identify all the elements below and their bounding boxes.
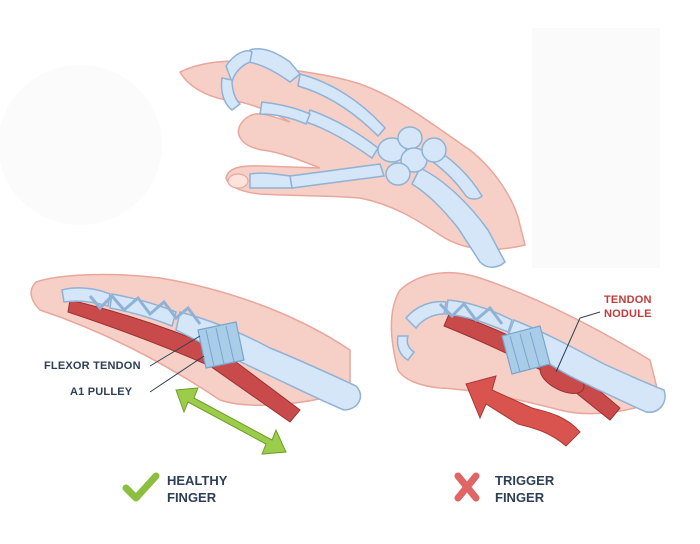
cross-icon [454, 472, 480, 502]
tendon-nodule-label-line1: TENDON [604, 294, 652, 306]
trigger-flexor-tendon [443, 311, 621, 421]
thumbnail [227, 173, 249, 189]
background-blob [0, 65, 162, 225]
a1-pulley-healthy [197, 321, 245, 369]
trigger-caption-line1: TRIGGER [495, 473, 555, 488]
movement-arrow-red [465, 375, 581, 447]
flexor-tendon-label: FLEXOR TENDON [44, 360, 141, 372]
background-panel [532, 28, 660, 268]
healthy-finger-caption: HEALTHY FINGER [167, 472, 227, 506]
movement-arrow-green [175, 387, 287, 455]
pulley-stripes-trigger [509, 331, 541, 373]
healthy-caption-line2: FINGER [167, 490, 217, 505]
a1-pulley-label: A1 PULLEY [70, 386, 133, 398]
a1-pulley-leader [149, 355, 205, 393]
hand-illustration [178, 48, 526, 268]
trigger-finger-illustration [390, 271, 666, 447]
healthy-finger-ligament [88, 293, 202, 325]
flexor-tendon-leader [149, 335, 201, 367]
healthy-finger-illustration [30, 273, 362, 455]
pulley-stripes-healthy [205, 325, 235, 367]
radius-bone [411, 167, 506, 268]
healthy-caption-line1: HEALTHY [167, 473, 228, 488]
trigger-finger-ligament [438, 301, 504, 325]
tendon-nodule-label-line2: NODULE [604, 308, 652, 320]
trigger-finger-caption: TRIGGER FINGER [495, 472, 554, 506]
carpal-bones [377, 126, 447, 186]
flexor-tendon [67, 299, 301, 423]
trigger-caption-line2: FINGER [495, 490, 545, 505]
tendon-nodule-leader [555, 311, 601, 373]
tendon-nodule-label: TENDON NODULE [604, 293, 652, 321]
hand-finger-bones [220, 48, 387, 189]
check-icon [122, 472, 160, 502]
